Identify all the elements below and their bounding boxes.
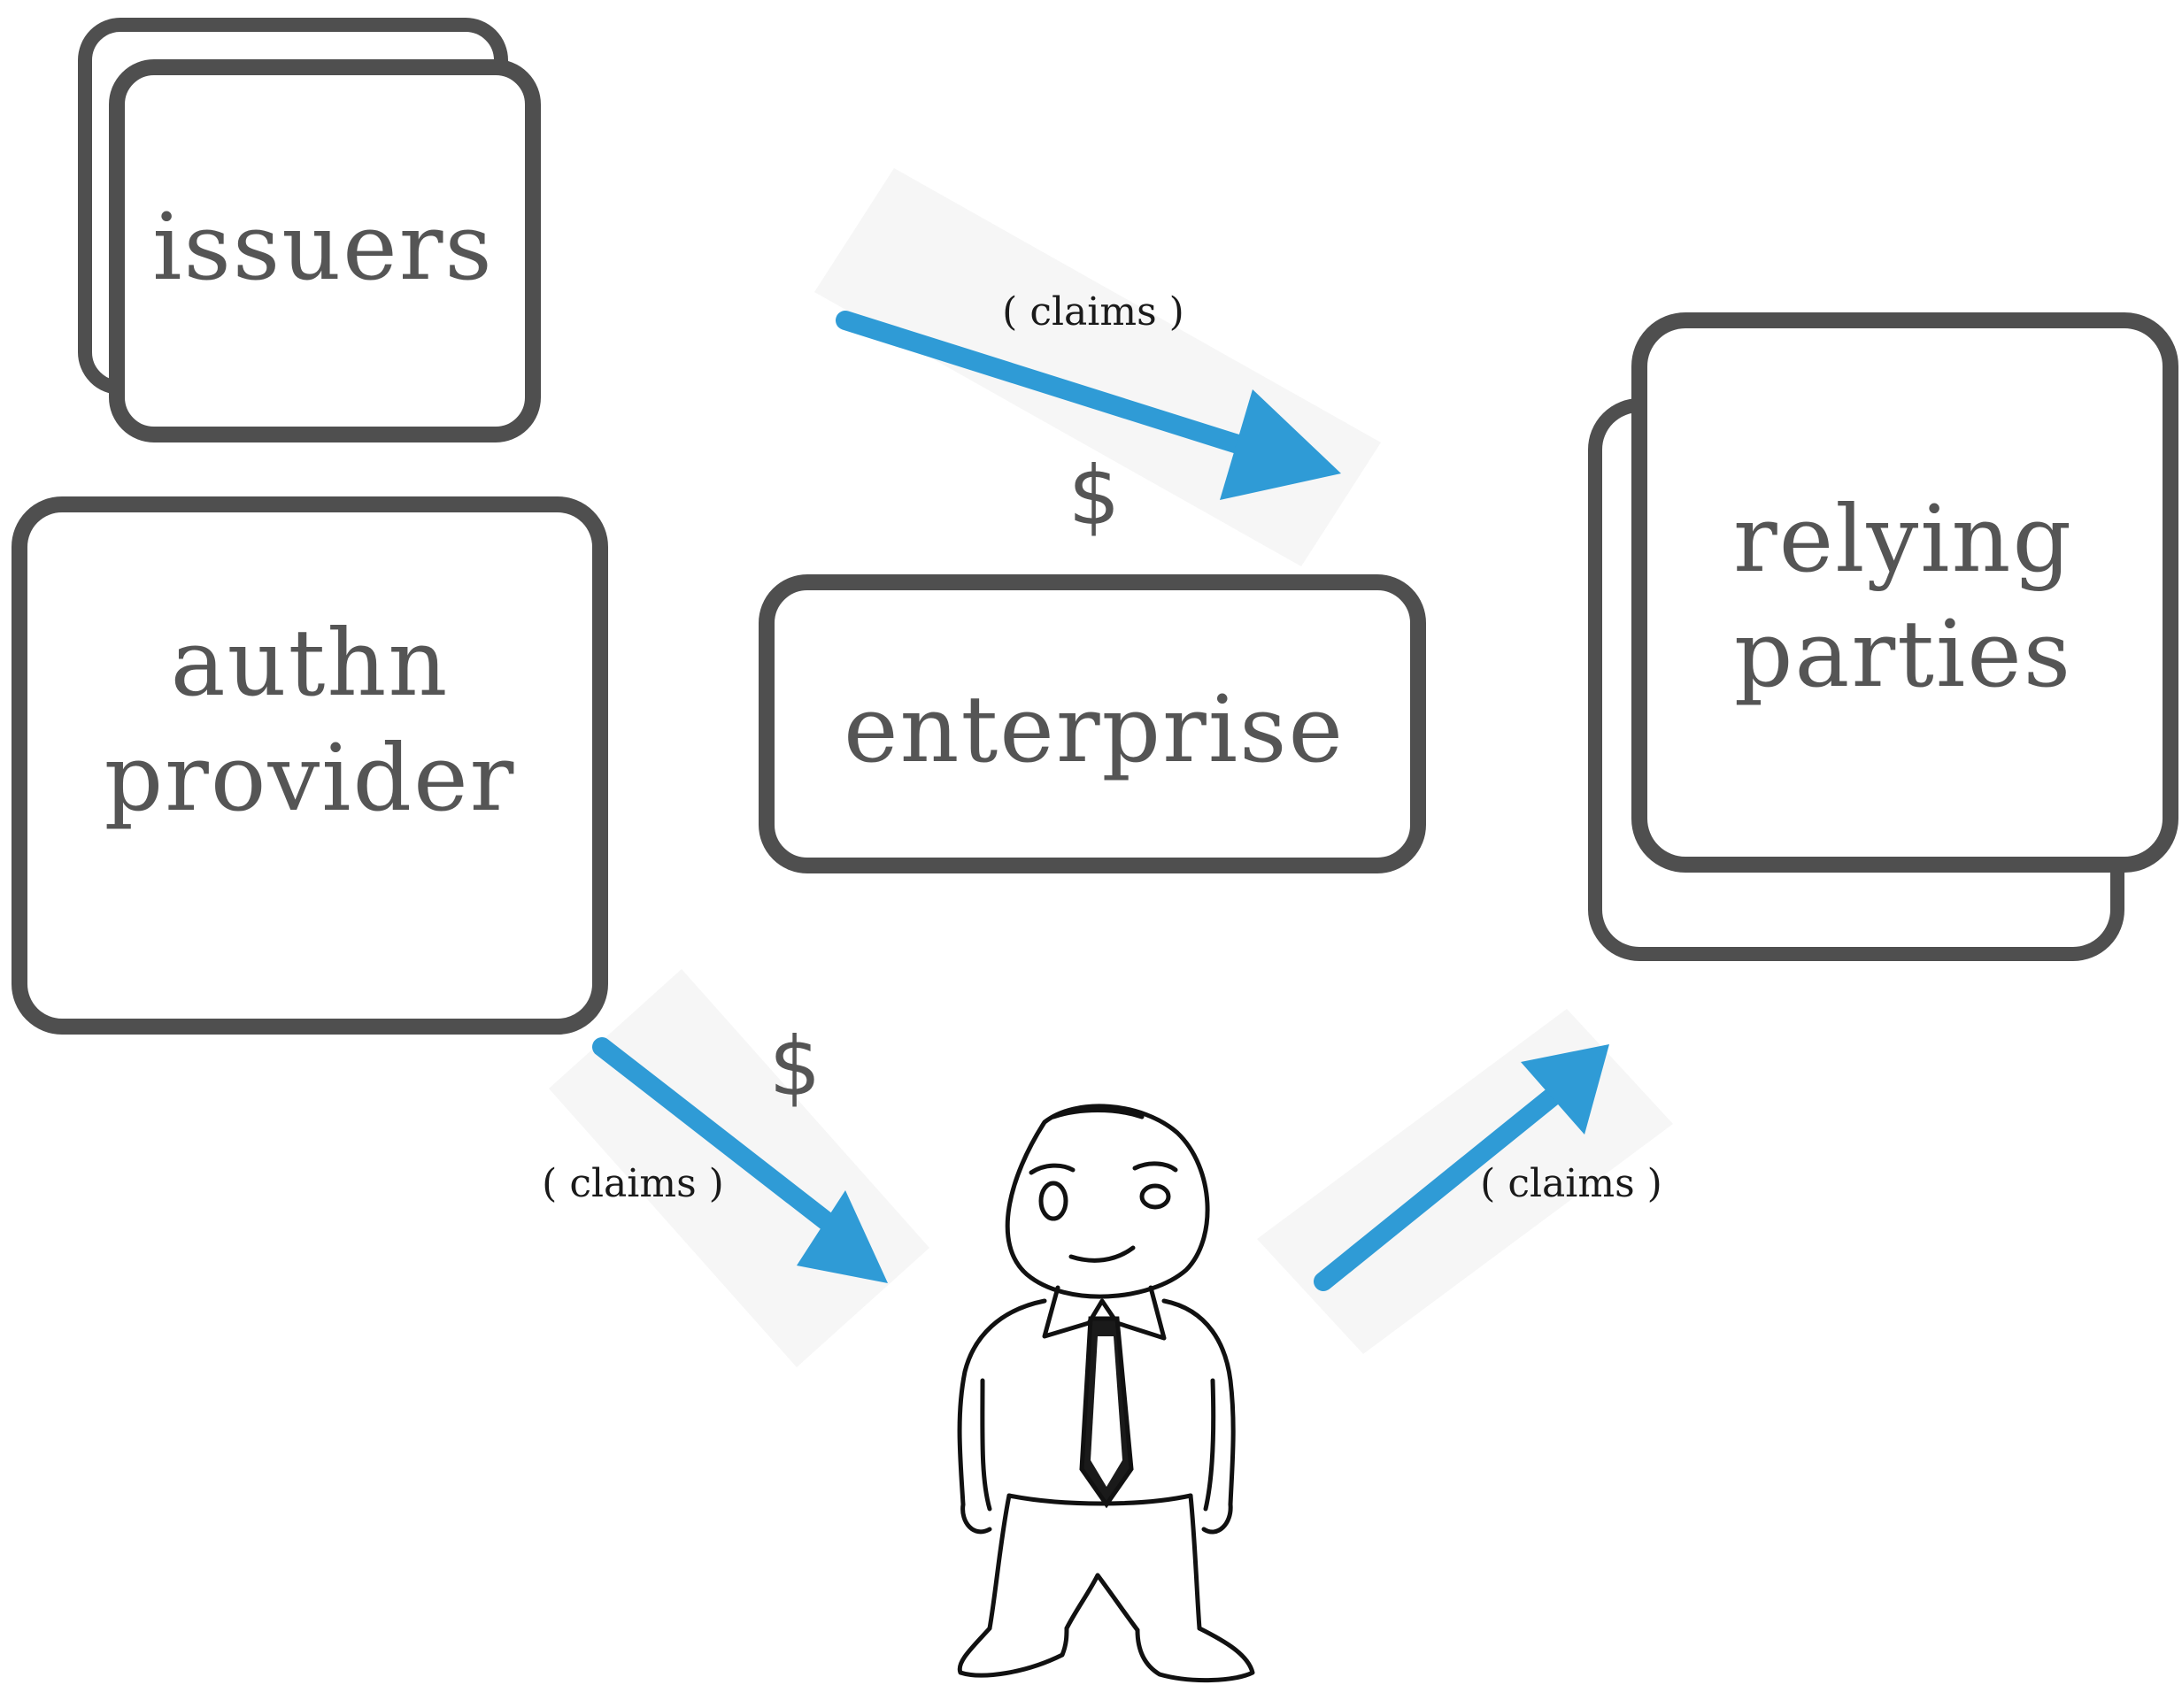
authn-provider-node: authn provider bbox=[12, 496, 608, 1035]
person-to-relying-arrow: ( claims ) bbox=[1257, 1009, 1673, 1354]
person-tie-highlight bbox=[1091, 1336, 1122, 1487]
arrow-shaft-top bbox=[836, 311, 1276, 463]
arrowhead-right bbox=[1521, 1044, 1609, 1135]
issuers-to-relying-arrow: ( claims ) $ bbox=[814, 168, 1381, 566]
person-left-arm bbox=[960, 1378, 992, 1535]
arrowhead-left bbox=[797, 1190, 888, 1283]
enterprise-node: enterprise bbox=[759, 574, 1426, 873]
claims-label-left: ( claims ) bbox=[542, 1161, 724, 1206]
person-left-brow bbox=[1029, 1163, 1076, 1175]
person-right-arm bbox=[1201, 1378, 1233, 1535]
arrow-shaft-left bbox=[592, 1037, 842, 1235]
authn-to-person-arrow: ( claims ) $ bbox=[542, 969, 929, 1367]
issuers-label: issuers bbox=[152, 193, 494, 301]
issuers-node: issuers bbox=[78, 18, 541, 442]
person-right-eye bbox=[1139, 1183, 1171, 1210]
person-left-eye bbox=[1038, 1181, 1068, 1221]
person-collar bbox=[1042, 1285, 1167, 1341]
arrowhead-top bbox=[1220, 389, 1341, 500]
dollar-label-left: $ bbox=[769, 1019, 821, 1114]
relying-parties-label-line2: parties bbox=[1734, 600, 2072, 708]
issuers-front-box bbox=[109, 59, 541, 442]
person-right-shoe bbox=[1135, 1626, 1255, 1683]
authn-provider-label-line1: authn bbox=[171, 609, 450, 717]
person-head bbox=[1005, 1104, 1210, 1299]
relying-parties-label-line1: relying bbox=[1733, 485, 2073, 593]
person-right-brow bbox=[1132, 1161, 1178, 1173]
person-sketch-icon bbox=[957, 1104, 1255, 1683]
authn-provider-box bbox=[12, 496, 608, 1035]
person-left-shoe bbox=[957, 1626, 1069, 1678]
person-belt bbox=[1006, 1493, 1193, 1506]
dollar-label-top: $ bbox=[1068, 449, 1121, 543]
authn-provider-label-line2: provider bbox=[104, 724, 516, 832]
person-torso bbox=[957, 1298, 1236, 1507]
person-hair bbox=[1051, 1108, 1145, 1119]
enterprise-label: enterprise bbox=[844, 675, 1345, 783]
relying-parties-node: relying parties bbox=[1588, 312, 2178, 961]
relying-parties-front-box bbox=[1631, 312, 2178, 873]
person-mouth bbox=[1068, 1245, 1136, 1263]
person-trousers bbox=[987, 1493, 1202, 1633]
enterprise-box bbox=[759, 574, 1426, 873]
arrow-shaft-right bbox=[1314, 1086, 1563, 1291]
claims-label-right: ( claims ) bbox=[1480, 1161, 1662, 1206]
claims-label-top: ( claims ) bbox=[1002, 289, 1184, 335]
